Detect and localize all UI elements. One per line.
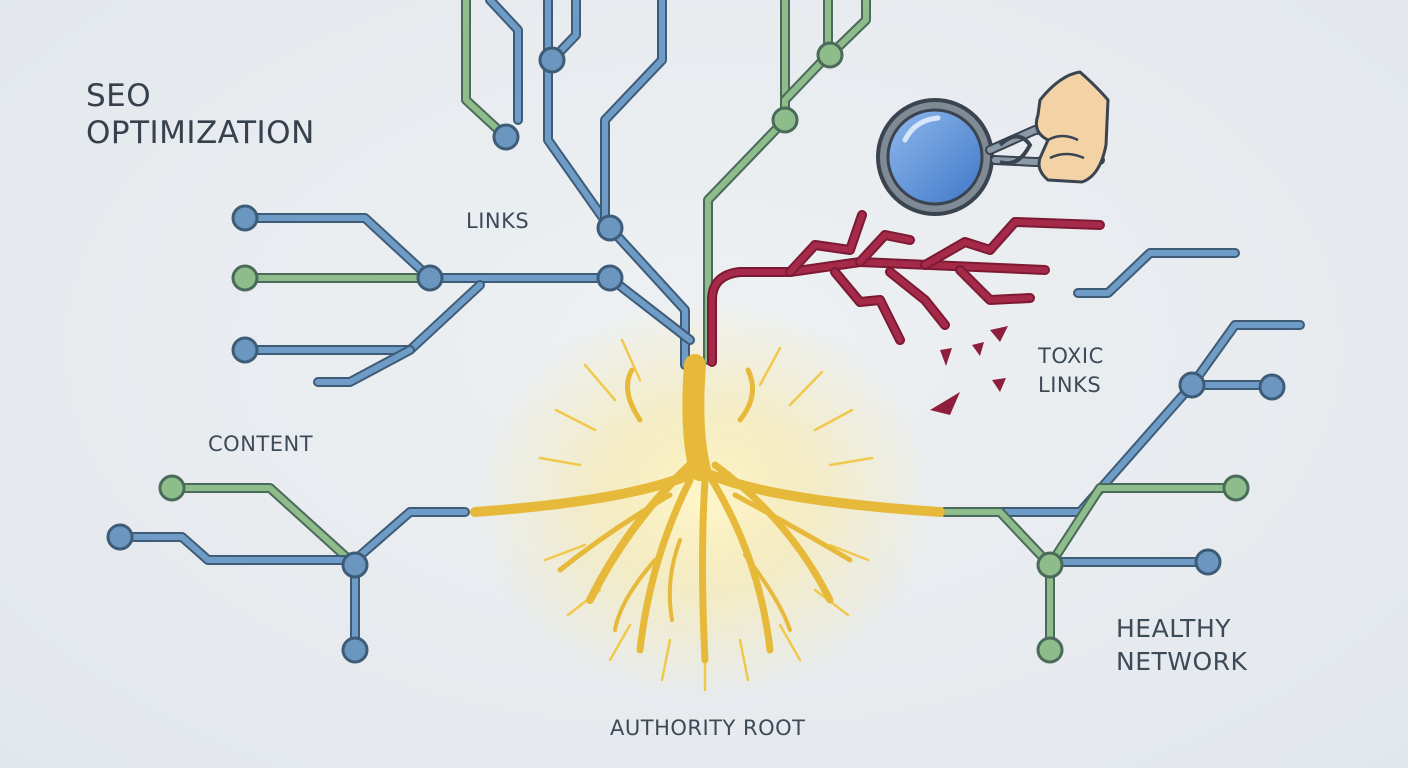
links-network	[231, 0, 871, 387]
toxic-links	[707, 210, 1105, 415]
toxic-label-line-2: LINKS	[1038, 373, 1102, 397]
authority-root	[470, 354, 945, 664]
toxic-links-label: TOXIC LINKS	[1038, 342, 1104, 400]
page-title: SEO OPTIMIZATION	[86, 78, 315, 152]
healthy-label-line-1: HEALTHY	[1116, 614, 1232, 643]
toxic-label-line-1: TOXIC	[1038, 344, 1104, 368]
hand-icon	[1034, 70, 1110, 184]
title-line-2: OPTIMIZATION	[86, 115, 315, 151]
title-line-1: SEO	[86, 78, 152, 114]
links-label: LINKS	[466, 209, 530, 233]
healthy-label-line-2: NETWORK	[1116, 647, 1248, 676]
healthy-network	[940, 248, 1305, 664]
content-label: CONTENT	[208, 432, 314, 456]
content-network	[106, 474, 470, 664]
magnifier-icon	[876, 98, 994, 216]
healthy-network-label: HEALTHY NETWORK	[1116, 612, 1247, 678]
authority-rays	[538, 338, 874, 692]
authority-root-label: AUTHORITY ROOT	[610, 716, 806, 740]
